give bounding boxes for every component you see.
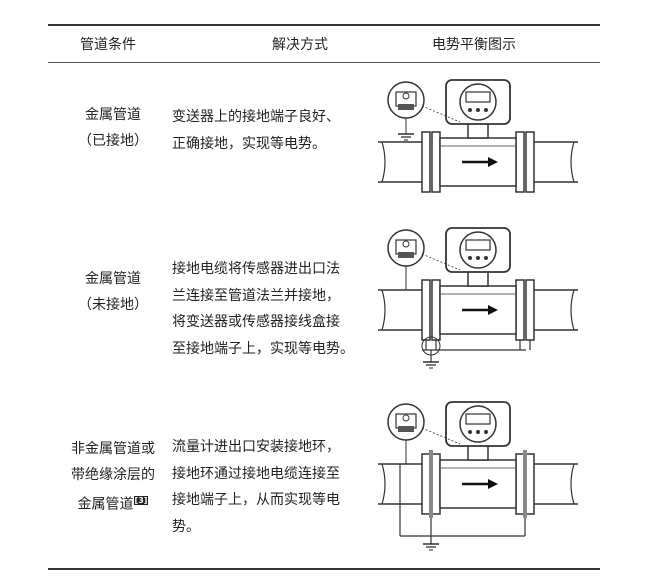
grounded-metal-pipe-diagram (378, 78, 578, 194)
non-metal-pipe-grounding-ring-diagram (378, 400, 578, 551)
header-diagram: 电势平衡图示 (432, 37, 516, 53)
table-row-3-solution: 流量计进出口安装接地环， 接地环通过接地电缆连接至 接地端子上，从而实现等电 势… (172, 434, 372, 540)
condition-text: 非金属管道或 带绝缘涂层的 金属管道 (71, 441, 155, 513)
table-header-rule (48, 62, 600, 63)
footnote-marker: [3] (133, 496, 149, 505)
solution-text: 流量计进出口安装接地环， 接地环通过接地电缆连接至 接地端子上，从而实现等电 势… (172, 439, 340, 535)
table-row-2-condition: 金属管道 （未接地） (48, 266, 178, 318)
table-row-1-condition: 金属管道 （已接地） (48, 102, 178, 154)
header-condition: 管道条件 (80, 37, 136, 53)
condition-text: 金属管道 （已接地） (78, 107, 148, 149)
condition-text: 金属管道 （未接地） (78, 271, 148, 313)
table-top-rule (48, 24, 600, 26)
ungrounded-metal-pipe-diagram (378, 226, 578, 369)
table-row-2-solution: 接地电缆将传感器进出口法 兰连接至管道法兰并接地， 将变送器或传感器接线盒接 至… (172, 256, 372, 362)
solution-text: 接地电缆将传感器进出口法 兰连接至管道法兰并接地， 将变送器或传感器接线盒接 至… (172, 261, 354, 357)
header-solution: 解决方式 (272, 37, 328, 53)
table-row-3-condition: 非金属管道或 带绝缘涂层的 金属管道[3] (48, 436, 178, 518)
table-row-1-solution: 变送器上的接地端子良好、 正确接地，实现等电势。 (172, 104, 372, 157)
table-bottom-rule (48, 568, 600, 570)
solution-text: 变送器上的接地端子良好、 正确接地，实现等电势。 (172, 109, 340, 152)
